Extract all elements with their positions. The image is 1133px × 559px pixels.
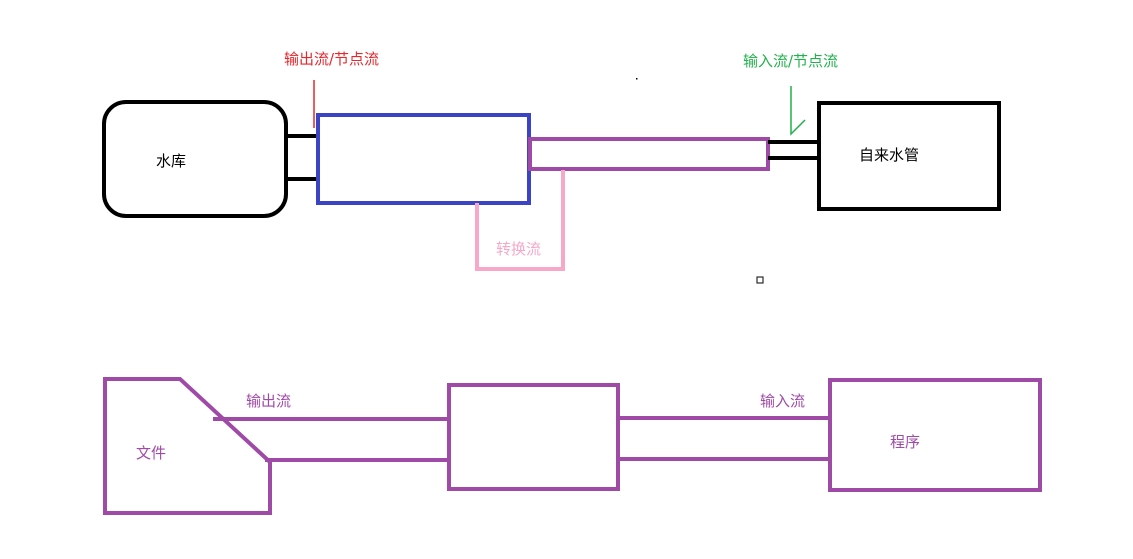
file-label: 文件 (136, 444, 166, 462)
input-node-stream-label: 输入流/节点流 (743, 52, 838, 70)
output-stream-label: 输出流 (246, 392, 291, 410)
tap-label: 自来水管 (859, 146, 919, 164)
conversion-stream-label: 转换流 (496, 240, 541, 258)
program-box (828, 378, 1042, 492)
file-shape (103, 377, 272, 515)
tap-box (817, 101, 1001, 211)
program-label: 程序 (890, 433, 920, 451)
file-program-diagram: 文件 输出流 输入流 程序 (103, 377, 1042, 515)
conversion-stream-bracket (475, 170, 565, 271)
conversion-pipe (528, 137, 770, 171)
node-stream-box (316, 113, 531, 205)
reservoir-label: 水库 (156, 152, 186, 170)
input-node-stream-pointer (790, 86, 806, 136)
water-analogy-diagram: 水库 输出流/节点流 转换流 输入流/节点流 自来水管 (102, 50, 1001, 284)
input-stream-label: 输入流 (760, 392, 805, 410)
reservoir-box (102, 100, 288, 218)
stray-small-square (756, 276, 764, 284)
stray-dot (636, 78, 638, 80)
stream-box (447, 383, 620, 491)
output-node-stream-label: 输出流/节点流 (284, 50, 379, 68)
